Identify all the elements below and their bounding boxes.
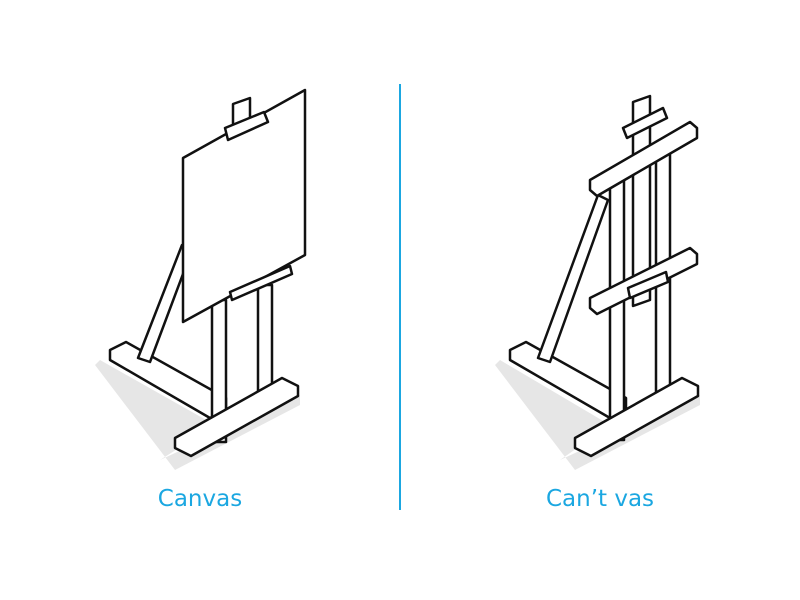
easel-with-canvas (95, 88, 307, 470)
easel-without-canvas (495, 94, 700, 470)
canvas-label: Canvas (157, 486, 243, 512)
cant-vas-label: Can’t vas (545, 486, 655, 512)
